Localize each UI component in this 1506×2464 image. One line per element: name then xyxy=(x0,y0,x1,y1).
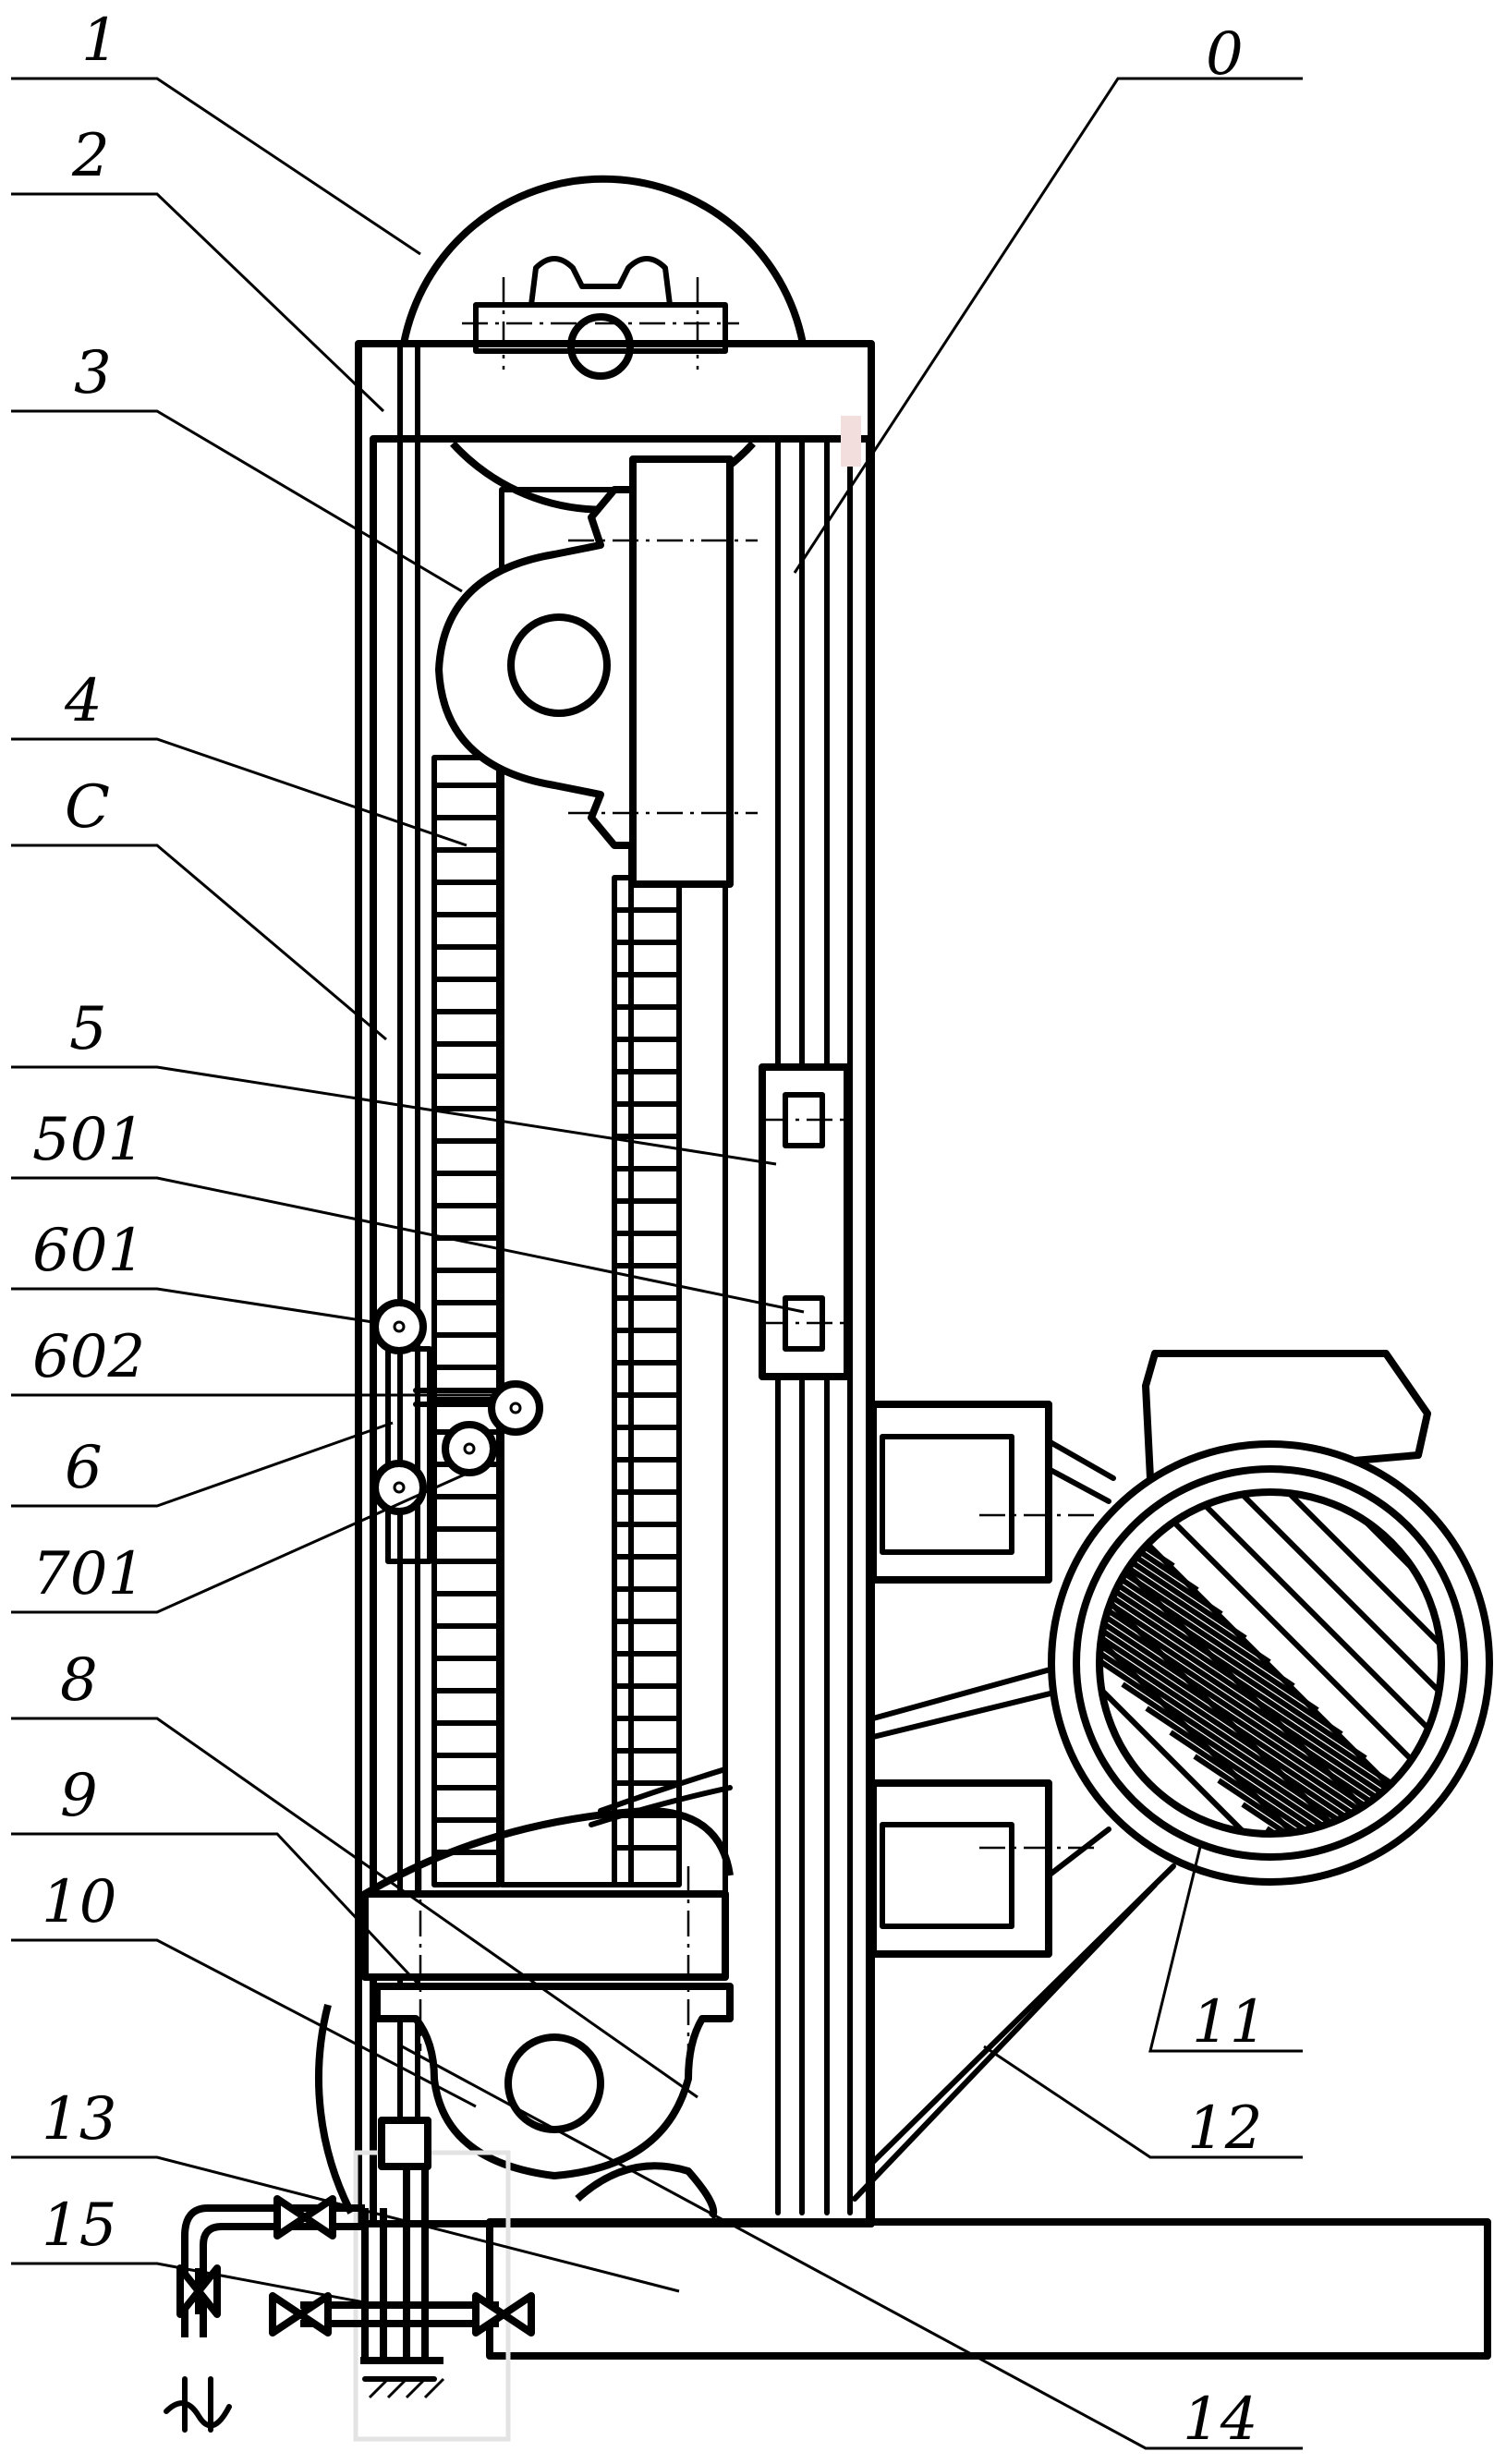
label-501: 501 xyxy=(32,1106,145,1174)
label-13: 13 xyxy=(42,2085,116,2154)
label-14: 14 xyxy=(1183,2385,1257,2454)
label-6: 6 xyxy=(65,1434,103,1502)
label-0: 0 xyxy=(1206,20,1244,89)
label-5: 5 xyxy=(69,995,107,1063)
upper-carriage xyxy=(435,455,758,888)
leader-lines xyxy=(11,77,1303,2450)
slider-block xyxy=(759,1063,851,1380)
label-701: 701 xyxy=(32,1540,145,1608)
roller-601 xyxy=(371,1299,427,1354)
label-15: 15 xyxy=(42,2191,116,2260)
chain-c xyxy=(397,341,420,2165)
motor-assembly xyxy=(852,1350,1493,2202)
label-4: 4 xyxy=(64,667,103,735)
label-12: 12 xyxy=(1187,2094,1262,2163)
label-1: 1 xyxy=(81,6,119,75)
label-2: 2 xyxy=(71,122,110,190)
label-601: 601 xyxy=(32,1217,145,1285)
label-c: C xyxy=(65,773,110,842)
part-labels: 1 2 3 4 C 5 501 601 602 6 701 8 9 10 13 … xyxy=(32,6,1267,2454)
roller-602 xyxy=(488,1380,543,1436)
lower-wheel xyxy=(315,1766,734,2220)
roller-701 xyxy=(442,1421,497,1476)
label-11: 11 xyxy=(1192,1988,1267,2057)
label-602: 602 xyxy=(32,1323,145,1391)
piping xyxy=(164,2117,535,2442)
base xyxy=(486,2218,1491,2360)
label-8: 8 xyxy=(60,1646,98,1715)
roller-assembly xyxy=(371,1299,543,1564)
label-3: 3 xyxy=(74,339,112,407)
label-10: 10 xyxy=(42,1868,116,1936)
label-9: 9 xyxy=(60,1762,98,1830)
